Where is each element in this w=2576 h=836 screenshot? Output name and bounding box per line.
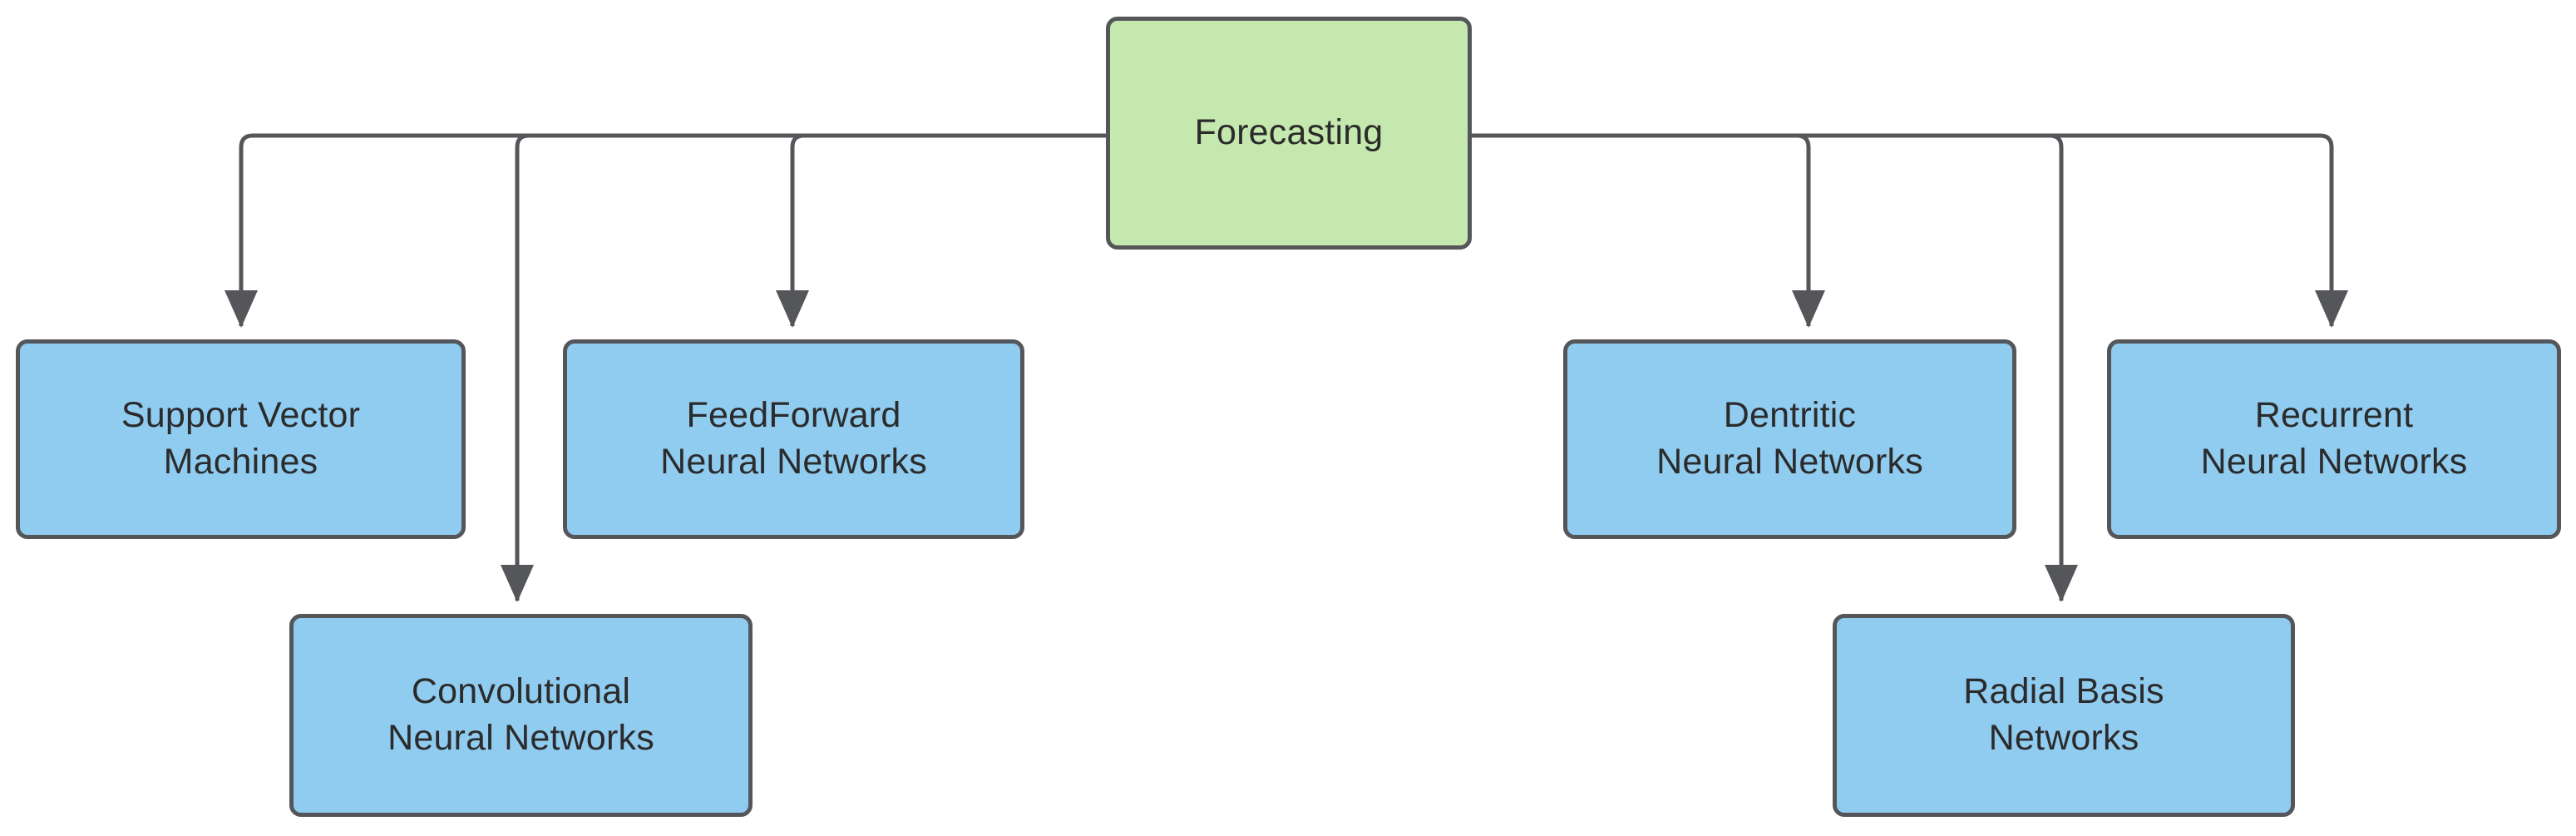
edge-forecasting-to-recurrent-neural-networks [1472, 133, 2348, 328]
node-dentritic-neural-networks[interactable]: Dentritic Neural Networks [1563, 339, 2016, 539]
node-convolutional-neural-networks-label: Convolutional Neural Networks [387, 671, 654, 758]
node-convolutional-neural-networks[interactable]: Convolutional Neural Networks [289, 614, 753, 817]
node-support-vector-machines[interactable]: Support Vector Machines [16, 339, 466, 539]
edge-forecasting-to-convolutional-neural-networks [501, 133, 1106, 602]
edge-forecasting-to-support-vector-machines [225, 133, 1106, 328]
node-recurrent-neural-networks[interactable]: Recurrent Neural Networks [2107, 339, 2561, 539]
node-radial-basis-networks-label: Radial Basis Networks [1963, 671, 2164, 758]
node-forecasting[interactable]: Forecasting [1106, 17, 1472, 250]
node-feedforward-neural-networks-label: FeedForward Neural Networks [660, 395, 927, 482]
node-support-vector-machines-label: Support Vector Machines [121, 395, 361, 482]
node-recurrent-neural-networks-label: Recurrent Neural Networks [2200, 395, 2468, 482]
node-forecasting-label: Forecasting [1194, 112, 1384, 153]
edge-forecasting-to-feedforward-neural-networks [776, 133, 1106, 328]
node-radial-basis-networks[interactable]: Radial Basis Networks [1833, 614, 2295, 817]
edge-forecasting-to-dentritic-neural-networks [1472, 133, 1825, 328]
node-feedforward-neural-networks[interactable]: FeedForward Neural Networks [563, 339, 1024, 539]
node-dentritic-neural-networks-label: Dentritic Neural Networks [1656, 395, 1923, 482]
